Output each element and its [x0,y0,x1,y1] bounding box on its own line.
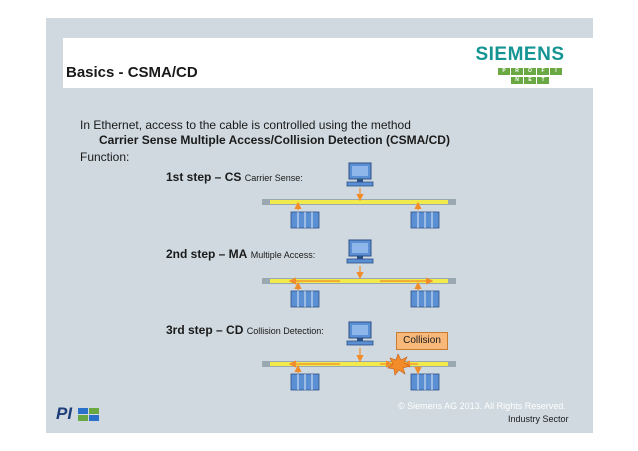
step-1-network [262,162,456,229]
step-1-prefix: 1st step – CS [166,170,242,184]
plc-device-icon [290,211,320,229]
plc-device-icon [410,290,440,308]
copyright-text: © Siemens AG 2013. All Rights Reserved. [398,401,566,411]
tile: N [511,77,523,84]
step-3-label: 3rd step – CD Collision Detection: [166,323,324,337]
computer-icon [346,162,374,187]
tile: T [537,77,549,84]
tile: O [524,68,536,75]
pi-color-squares [78,408,100,422]
step-3-suffix: Collision Detection: [246,326,324,336]
pi-logo: PI [54,404,102,426]
collision-box: Collision [396,332,448,350]
computer-icon [346,321,374,346]
industry-sector-text: Industry Sector [508,414,569,424]
tile: E [524,77,536,84]
step-2-suffix: Multiple Access: [250,250,316,260]
tile: I [550,68,562,75]
step-2-prefix: 2nd step – MA [166,247,248,261]
step-1-suffix: Carrier Sense: [244,173,303,183]
function-label: Function: [80,150,130,164]
step-3-prefix: 3rd step – CD [166,323,244,337]
plc-device-icon [290,373,320,391]
method-text: Carrier Sense Multiple Access/Collision … [99,133,450,147]
siemens-wordmark: SIEMENS [475,44,565,65]
plc-device-icon [290,290,320,308]
computer-icon [346,239,374,264]
pi-mark: PI [56,404,73,423]
collision-label: Collision [403,335,441,346]
slide-title: Basics - CSMA/CD [66,64,198,81]
plc-device-icon [410,211,440,229]
step-1-label: 1st step – CS Carrier Sense: [166,170,303,184]
collision-burst-icon [387,353,411,376]
siemens-profinet-logo: SIEMENS P R O F I N E T [470,44,580,92]
step-2-label: 2nd step – MA Multiple Access: [166,247,315,261]
intro-text: In Ethernet, access to the cable is cont… [80,118,411,132]
step-3-network [262,321,456,391]
tile: P [498,68,510,75]
tile: F [537,68,549,75]
step-2-network [262,239,456,308]
tile: R [511,68,523,75]
plc-device-icon [410,373,440,391]
title-header [63,38,593,88]
